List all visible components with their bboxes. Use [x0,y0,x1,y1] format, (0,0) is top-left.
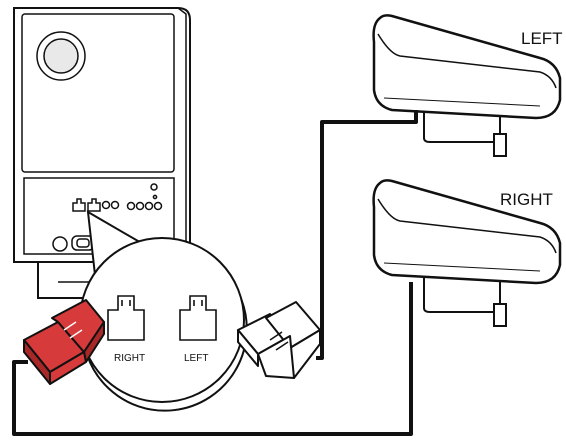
white-connector [237,301,321,379]
speaker-right [372,179,562,327]
speaker-cables [12,110,418,436]
jack-right-label: RIGHT [114,353,145,364]
zoom-callout: RIGHT LEFT [79,210,248,412]
jack-right-icon [107,295,145,341]
unit-jack-row [72,183,163,212]
red-connector [23,299,105,385]
jack-left-label: LEFT [184,353,208,364]
main-unit [13,7,191,299]
speaker-left [372,14,562,157]
speaker-right-label: RIGHT [500,190,553,209]
speaker-left-label: LEFT [521,29,563,48]
jack-left-icon [179,295,217,341]
